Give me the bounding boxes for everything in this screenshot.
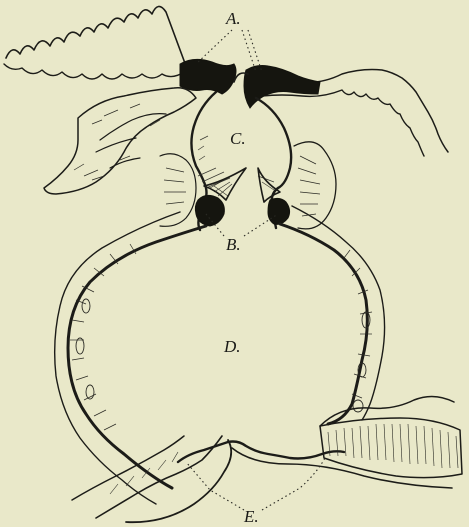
dark-orifice-A [180, 59, 320, 108]
valve-B [195, 168, 289, 226]
bottom-membrane-E [126, 396, 462, 522]
bottom-left-band [72, 436, 222, 518]
label-D: D. [223, 337, 241, 356]
label-A: A. [225, 9, 241, 28]
label-B: B. [226, 235, 241, 254]
label-E: E. [243, 507, 259, 526]
left-wavy-membrane [4, 6, 186, 80]
label-C: C. [230, 129, 246, 148]
chamber-D [55, 206, 385, 504]
left-tissue-flap [44, 88, 196, 194]
